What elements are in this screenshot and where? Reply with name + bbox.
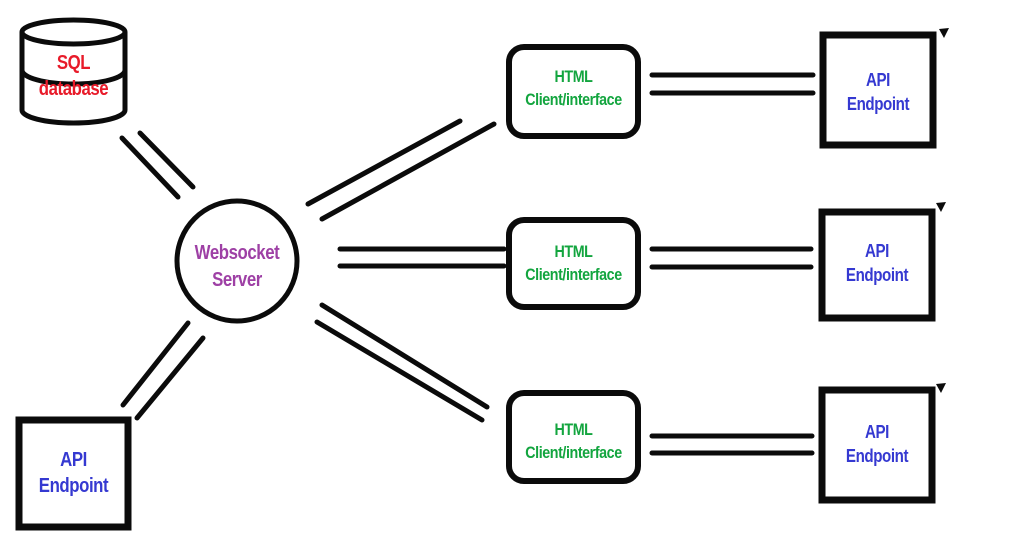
edge-client-top-to-api-top-right: [649, 72, 816, 96]
api-endpoint-left-label: API Endpoint: [23, 447, 125, 499]
websocket-server-label: Websocket Server: [178, 240, 296, 294]
sql-database-node: [19, 17, 128, 126]
html-client-middle-label-line2: Client/interface: [525, 265, 622, 284]
html-client-top-label: HTML Client/interface: [519, 65, 627, 111]
html-client-top-label-line1: HTML: [554, 67, 593, 86]
html-client-top-node: [506, 44, 641, 139]
websocket-server-label-line2: Server: [212, 269, 262, 291]
edge-websocket-to-client-top: [305, 118, 497, 222]
html-client-top-label-line2: Client/interface: [525, 90, 622, 109]
api-endpoint-left-label-line1: API: [60, 449, 87, 471]
api-endpoint-top-right-label-line2: Endpoint: [846, 94, 910, 114]
api-endpoint-mid-right-label-line1: API: [865, 241, 889, 261]
html-client-bottom-label: HTML Client/interface: [519, 418, 627, 464]
sql-database-label-line2: database: [38, 78, 109, 100]
edge-sql-to-websocket: [119, 130, 196, 200]
api-endpoint-top-right-label-line1: API: [866, 70, 890, 90]
api-endpoint-bot-right-label-line1: API: [865, 422, 889, 442]
html-client-middle-node: [506, 217, 641, 310]
corner-marker-icon: [939, 28, 949, 38]
html-client-bottom-label-line1: HTML: [554, 420, 593, 439]
html-client-bottom-node: [506, 390, 641, 484]
api-endpoint-bot-right-label: API Endpoint: [831, 420, 923, 468]
corner-marker-icon: [936, 383, 946, 393]
api-endpoint-top-right-label: API Endpoint: [832, 68, 924, 116]
html-client-bottom-label-line2: Client/interface: [525, 443, 622, 462]
websocket-server-node: [174, 198, 300, 324]
sql-database-label: SQL database: [23, 50, 125, 102]
sql-database-label-line1: SQL: [56, 52, 91, 74]
edge-websocket-to-api-left: [120, 320, 206, 421]
websocket-server-label-line1: Websocket: [194, 242, 280, 264]
edge-client-middle-to-api-mid-right: [649, 246, 814, 270]
api-endpoint-bot-right-label-line2: Endpoint: [845, 446, 909, 466]
api-endpoint-mid-right-label: API Endpoint: [831, 239, 923, 287]
api-endpoint-bot-right-node: [818, 386, 936, 504]
api-endpoint-mid-right-node: [818, 208, 936, 322]
api-endpoint-left-node: [15, 416, 132, 531]
corner-marker-icon: [936, 202, 946, 212]
html-client-middle-label-line1: HTML: [554, 242, 593, 261]
edge-websocket-to-client-middle: [337, 246, 507, 269]
html-client-middle-label: HTML Client/interface: [519, 240, 627, 286]
api-endpoint-left-label-line2: Endpoint: [38, 475, 109, 497]
api-endpoint-top-right-node: [819, 31, 937, 149]
edge-client-bottom-to-api-bot-right: [649, 433, 815, 456]
edge-websocket-to-client-bottom: [314, 302, 490, 423]
api-endpoint-mid-right-label-line2: Endpoint: [845, 265, 909, 285]
